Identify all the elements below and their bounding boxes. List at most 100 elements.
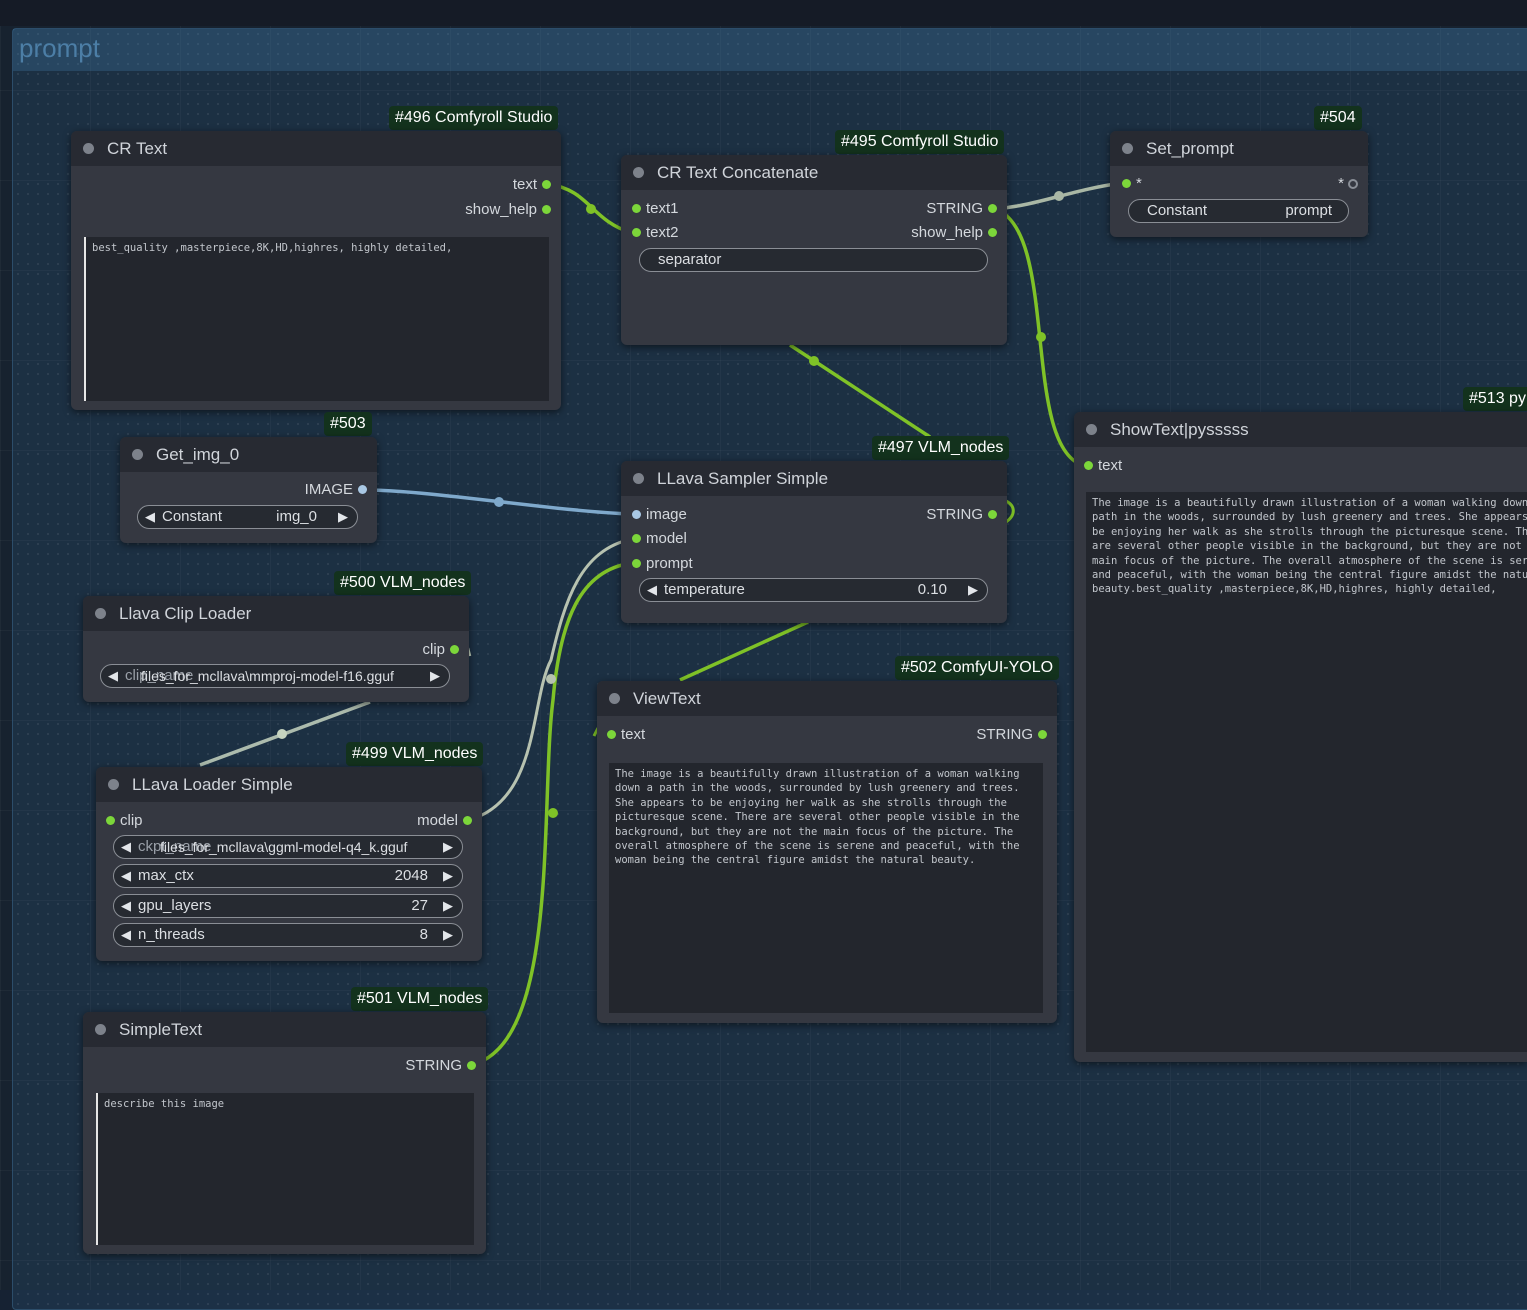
- node-title-bar[interactable]: SimpleText: [83, 1012, 486, 1047]
- separator-input[interactable]: separator: [639, 248, 988, 272]
- slot-dot-icon[interactable]: [632, 510, 641, 519]
- slot-dot-icon[interactable]: [467, 1061, 476, 1070]
- input-image[interactable]: image: [632, 506, 687, 524]
- slot-label: *: [1136, 175, 1142, 192]
- output-string[interactable]: STRING: [405, 1057, 476, 1075]
- node-cr-text-concatenate[interactable]: CR Text Concatenate text1 text2 STRING s…: [621, 155, 1007, 345]
- slot-dot-icon[interactable]: [542, 180, 551, 189]
- increment-arrow-icon[interactable]: ▶: [443, 839, 453, 854]
- node-simple-text[interactable]: SimpleText STRING describe this image: [83, 1012, 486, 1254]
- slot-dot-icon[interactable]: [632, 228, 641, 237]
- decrement-arrow-icon[interactable]: ◀: [145, 509, 155, 524]
- n-threads-widget[interactable]: ◀ n_threads 8 ▶: [113, 923, 463, 947]
- output-string[interactable]: STRING: [926, 200, 997, 218]
- node-view-text[interactable]: ViewText text STRING The image is a beau…: [597, 681, 1057, 1023]
- node-llava-loader-simple[interactable]: LLava Loader Simple clip model ◀ ckpt_na…: [96, 767, 482, 961]
- slot-dot-icon[interactable]: [632, 534, 641, 543]
- node-cr-text[interactable]: CR Text text show_help best_quality ,mas…: [71, 131, 561, 410]
- increment-arrow-icon[interactable]: ▶: [968, 582, 978, 597]
- node-title-bar[interactable]: Get_img_0: [120, 437, 377, 472]
- increment-arrow-icon[interactable]: ▶: [443, 927, 453, 942]
- output-any[interactable]: *: [1338, 175, 1358, 193]
- slot-dot-icon[interactable]: [988, 228, 997, 237]
- collapse-dot-icon[interactable]: [132, 449, 143, 460]
- constant-widget[interactable]: ◀ Constant img_0 ▶: [137, 505, 358, 529]
- collapse-dot-icon[interactable]: [95, 1024, 106, 1035]
- collapse-dot-icon[interactable]: [1122, 143, 1133, 154]
- group-header[interactable]: prompt: [13, 29, 1527, 71]
- decrement-arrow-icon[interactable]: ◀: [108, 668, 118, 683]
- output-show-help[interactable]: show_help: [465, 201, 551, 219]
- collapse-dot-icon[interactable]: [108, 779, 119, 790]
- node-title-bar[interactable]: Set_prompt: [1110, 131, 1368, 166]
- node-show-text[interactable]: ShowText|pysssss text The image is a bea…: [1074, 412, 1527, 1062]
- output-model[interactable]: model: [417, 812, 472, 830]
- input-model[interactable]: model: [632, 530, 687, 548]
- collapse-dot-icon[interactable]: [633, 473, 644, 484]
- output-string[interactable]: STRING: [926, 506, 997, 524]
- slot-dot-icon[interactable]: [358, 485, 367, 494]
- node-title-bar[interactable]: ViewText: [597, 681, 1057, 716]
- decrement-arrow-icon[interactable]: ◀: [121, 839, 131, 854]
- node-title-bar[interactable]: Llava Clip Loader: [83, 596, 469, 631]
- slot-dot-icon[interactable]: [450, 645, 459, 654]
- collapse-dot-icon[interactable]: [95, 608, 106, 619]
- increment-arrow-icon[interactable]: ▶: [443, 868, 453, 883]
- node-title-bar[interactable]: CR Text: [71, 131, 561, 166]
- slot-dot-icon[interactable]: [542, 205, 551, 214]
- temperature-widget[interactable]: ◀ temperature 0.10 ▶: [639, 578, 988, 602]
- increment-arrow-icon[interactable]: ▶: [443, 898, 453, 913]
- slot-dot-icon[interactable]: [632, 559, 641, 568]
- node-title-bar[interactable]: CR Text Concatenate: [621, 155, 1007, 190]
- slot-dot-icon[interactable]: [1038, 730, 1047, 739]
- collapse-dot-icon[interactable]: [609, 693, 620, 704]
- input-clip[interactable]: clip: [106, 812, 143, 830]
- collapse-dot-icon[interactable]: [83, 143, 94, 154]
- text-output[interactable]: The image is a beautifully drawn illustr…: [609, 763, 1043, 1013]
- gpu-layers-widget[interactable]: ◀ gpu_layers 27 ▶: [113, 894, 463, 918]
- text-input[interactable]: best_quality ,masterpiece,8K,HD,highres,…: [84, 237, 549, 401]
- text-output[interactable]: The image is a beautifully drawn illustr…: [1086, 492, 1527, 1052]
- node-title-bar[interactable]: LLava Loader Simple: [96, 767, 482, 802]
- node-title-bar[interactable]: LLava Sampler Simple: [621, 461, 1007, 496]
- slot-dot-icon[interactable]: [988, 204, 997, 213]
- output-clip[interactable]: clip: [422, 641, 459, 659]
- collapse-dot-icon[interactable]: [1086, 424, 1097, 435]
- node-llava-clip-loader[interactable]: Llava Clip Loader clip ◀ clip_name files…: [83, 596, 469, 702]
- input-any[interactable]: *: [1122, 175, 1142, 193]
- constant-widget[interactable]: Constant prompt: [1128, 199, 1349, 223]
- decrement-arrow-icon[interactable]: ◀: [647, 582, 657, 597]
- max-ctx-widget[interactable]: ◀ max_ctx 2048 ▶: [113, 864, 463, 888]
- output-string[interactable]: STRING: [976, 726, 1047, 744]
- node-title-bar[interactable]: ShowText|pysssss: [1074, 412, 1527, 447]
- output-image[interactable]: IMAGE: [305, 481, 367, 499]
- output-show-help[interactable]: show_help: [911, 224, 997, 242]
- slot-dot-icon[interactable]: [106, 816, 115, 825]
- node-get-img[interactable]: Get_img_0 IMAGE ◀ Constant img_0 ▶: [120, 437, 377, 543]
- ckpt-name-widget[interactable]: ◀ ckpt_name files_for_mcllava\ggml-model…: [113, 835, 463, 859]
- slot-dot-icon[interactable]: [1122, 179, 1131, 188]
- slot-dot-icon[interactable]: [607, 730, 616, 739]
- slot-dot-icon[interactable]: [988, 510, 997, 519]
- output-text[interactable]: text: [513, 176, 551, 194]
- increment-arrow-icon[interactable]: ▶: [338, 509, 348, 524]
- decrement-arrow-icon[interactable]: ◀: [121, 927, 131, 942]
- slot-dot-icon[interactable]: [1348, 179, 1358, 189]
- slot-dot-icon[interactable]: [1084, 461, 1093, 470]
- clip-name-widget[interactable]: ◀ clip_name files_for_mcllava\mmproj-mod…: [100, 664, 450, 688]
- collapse-dot-icon[interactable]: [633, 167, 644, 178]
- slot-dot-icon[interactable]: [632, 204, 641, 213]
- input-text1[interactable]: text1: [632, 200, 679, 218]
- node-llava-sampler-simple[interactable]: LLava Sampler Simple image model prompt …: [621, 461, 1007, 623]
- decrement-arrow-icon[interactable]: ◀: [121, 868, 131, 883]
- increment-arrow-icon[interactable]: ▶: [430, 668, 440, 683]
- input-text2[interactable]: text2: [632, 224, 679, 242]
- decrement-arrow-icon[interactable]: ◀: [121, 898, 131, 913]
- slot-dot-icon[interactable]: [463, 816, 472, 825]
- input-prompt[interactable]: prompt: [632, 555, 693, 573]
- input-text[interactable]: text: [607, 726, 645, 744]
- input-text[interactable]: text: [1084, 457, 1122, 475]
- node-set-prompt[interactable]: Set_prompt * * Constant prompt: [1110, 131, 1368, 237]
- text-input[interactable]: describe this image: [96, 1093, 474, 1245]
